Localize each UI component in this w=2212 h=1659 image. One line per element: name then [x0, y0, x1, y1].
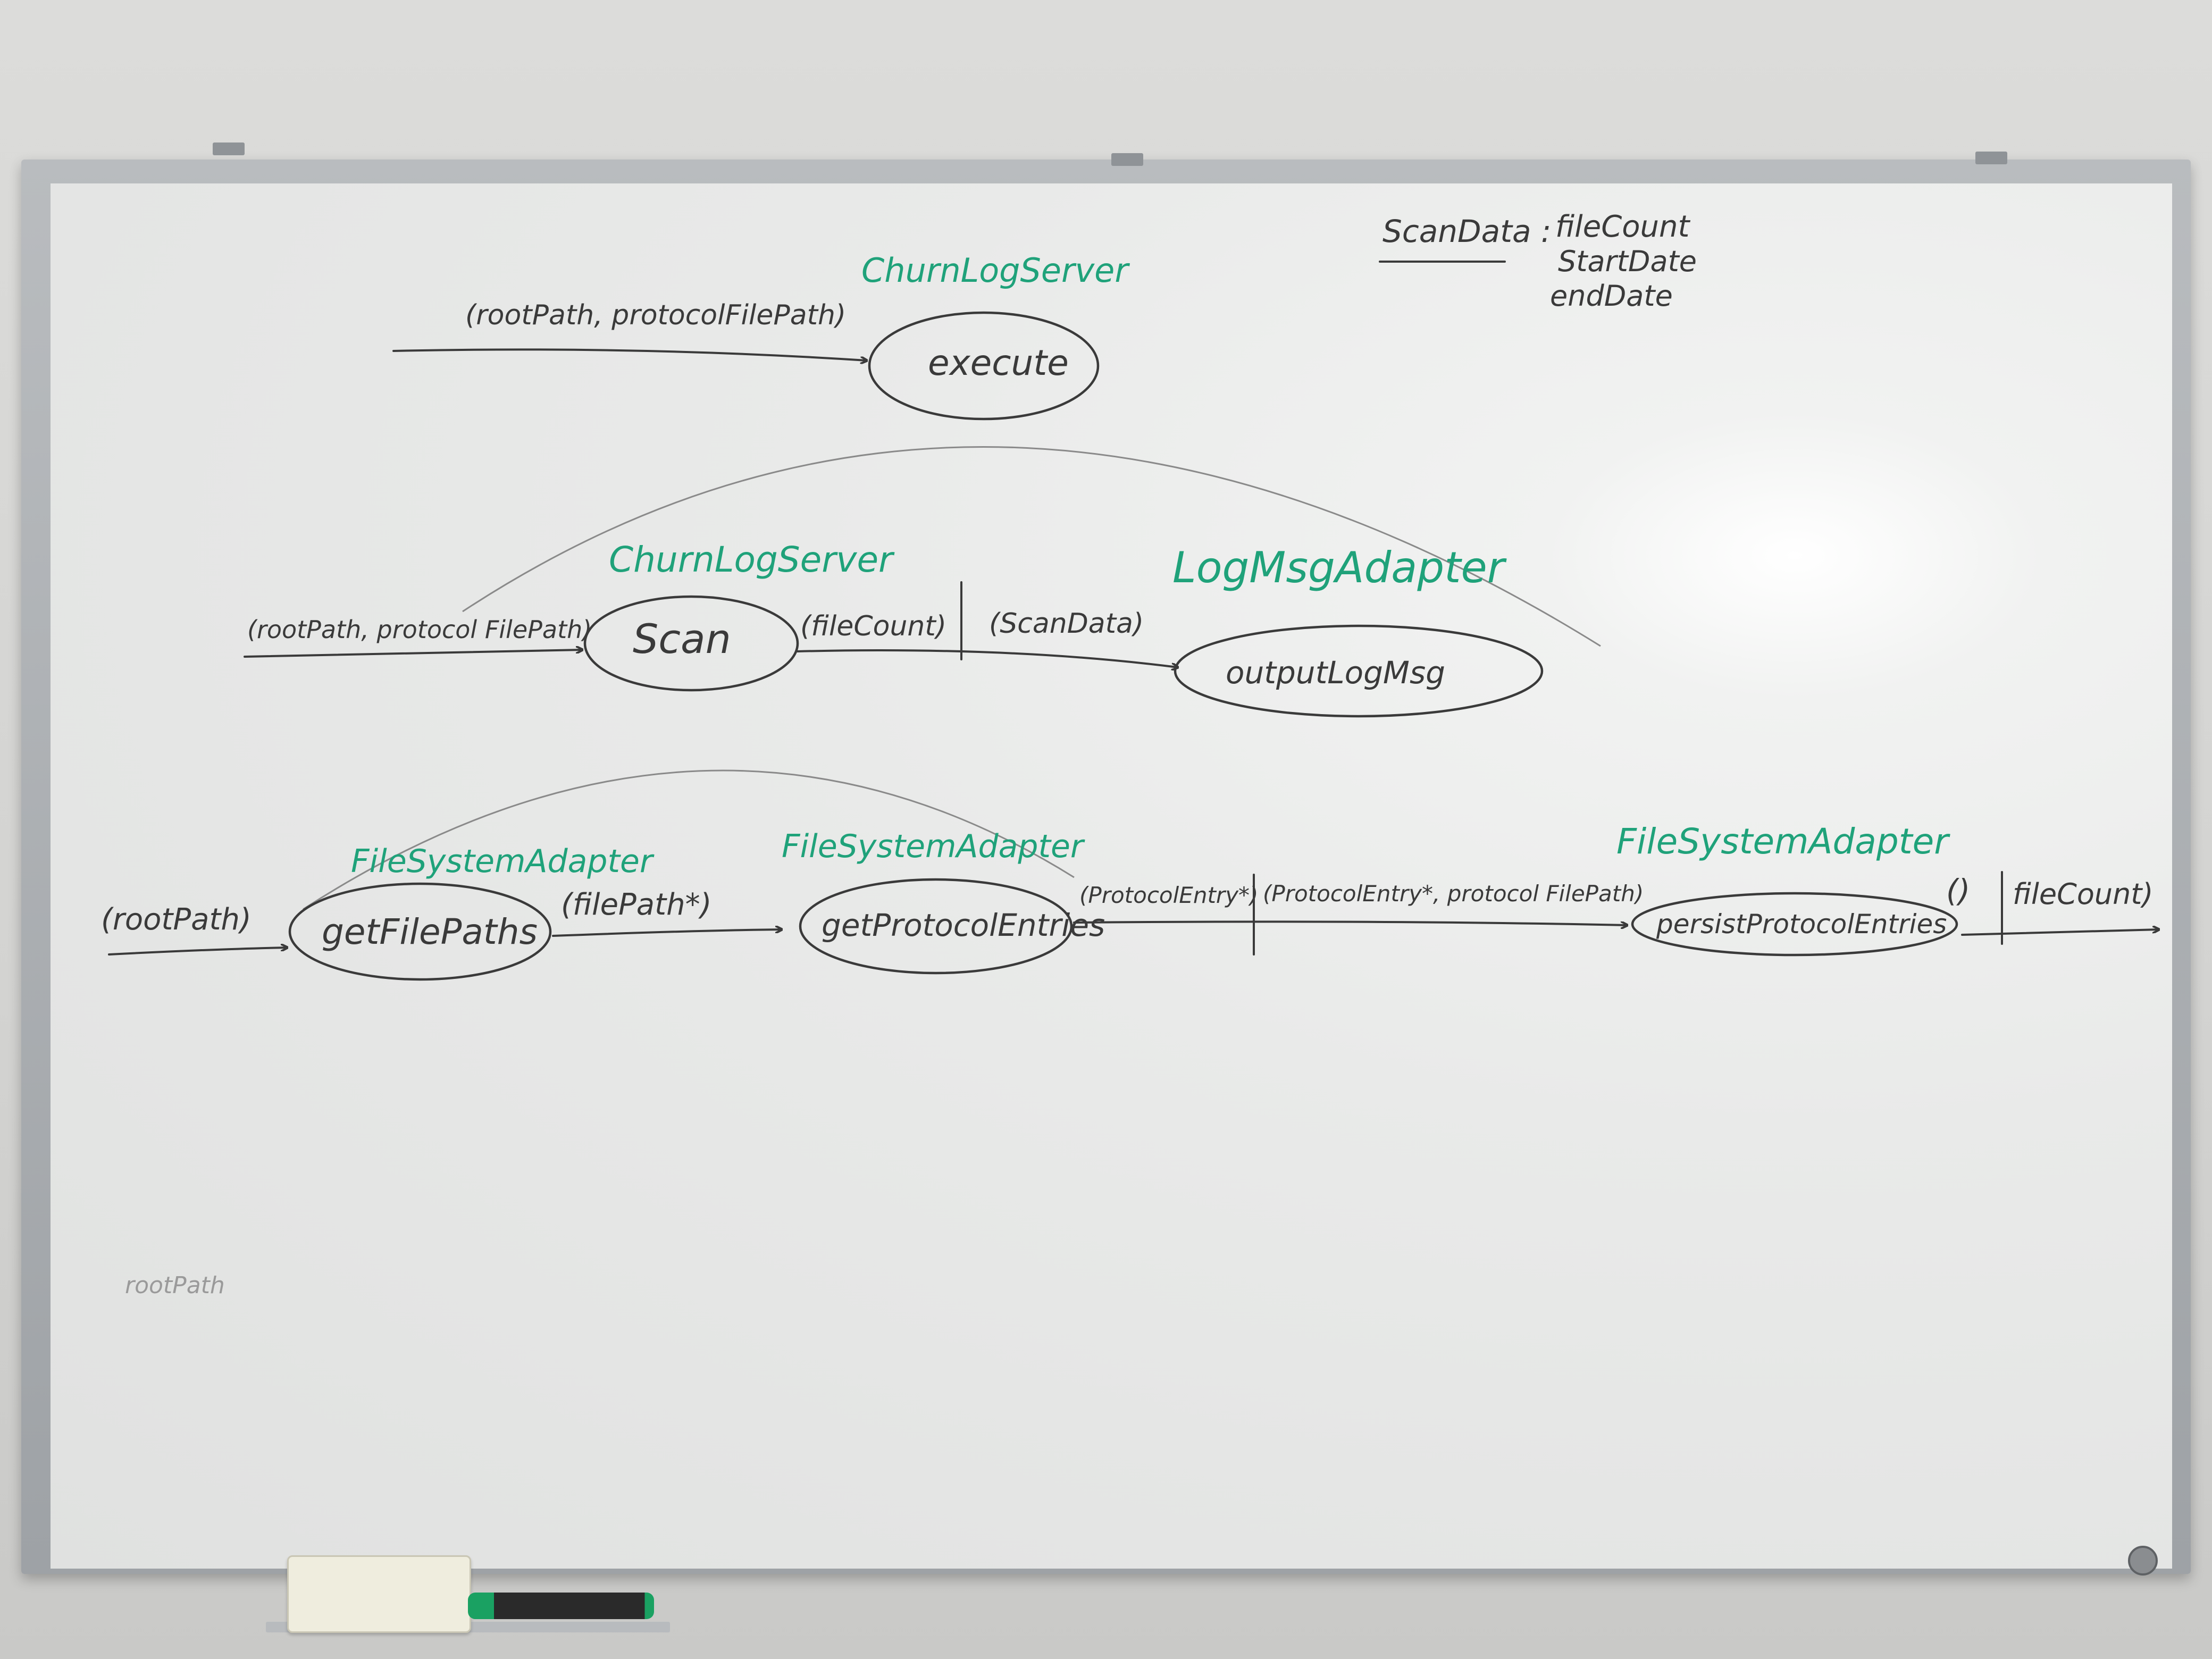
node-bubble: [799, 878, 1073, 975]
edge-label: (): [1946, 873, 1970, 909]
component-label: ChurnLogServer: [609, 539, 895, 580]
input-arrow: [108, 948, 287, 956]
edge-label: (ProtocolEntry*): [1079, 882, 1258, 908]
node-label: getProtocolEntries: [822, 907, 1105, 943]
node-label: getFilePaths: [322, 911, 538, 952]
faint-residue-text: rootPath: [125, 1272, 225, 1299]
node-bubble: [868, 311, 1100, 421]
connector-arc: [303, 769, 1075, 910]
node-label: execute: [928, 342, 1069, 383]
node-bubble: [583, 595, 799, 692]
input-label: (rootPath, protocol FilePath): [247, 615, 592, 644]
scan-data-legend: ScanData : fileCount StartDate endDate: [1379, 210, 1697, 313]
input-arrow: [244, 650, 582, 658]
row-file-paths: FileSystemAdapter FileSystemAdapter File…: [101, 769, 2159, 981]
node-bubble: [1631, 892, 1958, 957]
row-scan: ChurnLogServer LogMsgAdapter (rootPath, …: [244, 446, 1601, 718]
component-label: LogMsgAdapter: [1172, 543, 1507, 592]
whiteboard-surface: [51, 183, 2172, 1569]
node-bubble: [288, 882, 552, 981]
scan-data-field: endDate: [1550, 279, 1673, 313]
edge-label: fileCount): [2013, 877, 2154, 911]
edge-arrow: [1073, 920, 1627, 925]
frame-clip: [213, 143, 245, 155]
node-label: persistProtocolEntries: [1656, 909, 1947, 940]
frame-clip: [1111, 153, 1143, 166]
component-label: FileSystemAdapter: [351, 843, 655, 880]
node-bubble: [1174, 624, 1544, 718]
edge-label: (ProtocolEntry*, protocol FilePath): [1263, 881, 1644, 907]
green-marker[interactable]: [468, 1593, 654, 1619]
component-label: FileSystemAdapter: [1616, 821, 1950, 862]
edge-arrow: [797, 649, 1178, 667]
component-label: ChurnLogServer: [861, 251, 1130, 290]
edge-arrow: [1961, 929, 2159, 936]
edge-label: (ScanData): [989, 608, 1144, 640]
component-label: FileSystemAdapter: [782, 828, 1085, 865]
whiteboard-eraser[interactable]: [287, 1555, 471, 1633]
input-label: (rootPath): [101, 902, 252, 937]
scan-data-field: StartDate: [1558, 245, 1697, 278]
edge-label: (fileCount): [800, 610, 946, 642]
connector-arc: [462, 446, 1601, 647]
input-label: (rootPath, protocolFilePath): [465, 299, 846, 331]
node-label: outputLogMsg: [1226, 655, 1445, 691]
edge-arrow: [552, 929, 782, 937]
frame-screw: [2128, 1546, 2158, 1576]
edge-label: (filePath*): [561, 887, 711, 922]
input-arrow: [392, 348, 867, 361]
scan-data-field: fileCount: [1555, 210, 1691, 244]
frame-clip: [1975, 152, 2007, 164]
row-execute: ChurnLogServer (rootPath, protocolFilePa…: [392, 251, 1130, 421]
scan-data-label: ScanData :: [1382, 213, 1551, 249]
node-label: Scan: [633, 615, 731, 663]
